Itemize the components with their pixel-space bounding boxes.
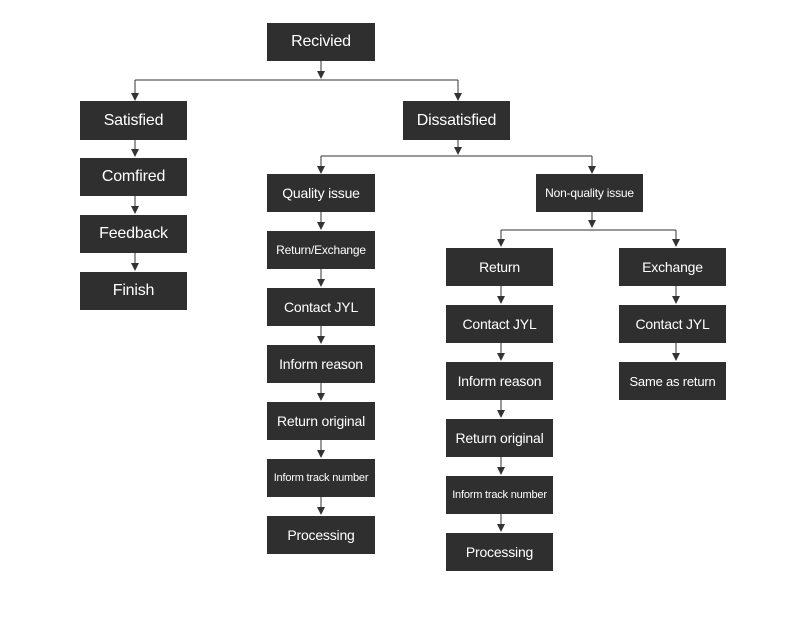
node-q-processing: Processing xyxy=(267,516,375,554)
node-r-inform-track: Inform track number xyxy=(446,476,553,514)
node-r-return-original: Return original xyxy=(446,419,553,457)
node-quality-issue: Quality issue xyxy=(267,174,375,212)
node-q-inform-reason: Inform reason xyxy=(267,345,375,383)
node-confirmed: Comfired xyxy=(80,158,187,196)
node-dissatisfied: Dissatisfied xyxy=(403,101,510,140)
node-e-exchange: Exchange xyxy=(619,248,726,286)
node-q-contact: Contact JYL xyxy=(267,288,375,326)
node-r-inform-reason: Inform reason xyxy=(446,362,553,400)
node-feedback: Feedback xyxy=(80,215,187,253)
node-q-return-original: Return original xyxy=(267,402,375,440)
node-finish: Finish xyxy=(80,272,187,310)
node-q-inform-track: Inform track number xyxy=(267,459,375,497)
node-e-contact: Contact JYL xyxy=(619,305,726,343)
node-e-same-as-return: Same as return xyxy=(619,362,726,400)
node-received: Recivied xyxy=(267,23,375,61)
node-q-return-exchange: Return/Exchange xyxy=(267,231,375,269)
node-satisfied: Satisfied xyxy=(80,101,187,140)
node-non-quality-issue: Non-quality issue xyxy=(536,174,643,212)
node-r-processing: Processing xyxy=(446,533,553,571)
node-r-return: Return xyxy=(446,248,553,286)
node-r-contact: Contact JYL xyxy=(446,305,553,343)
